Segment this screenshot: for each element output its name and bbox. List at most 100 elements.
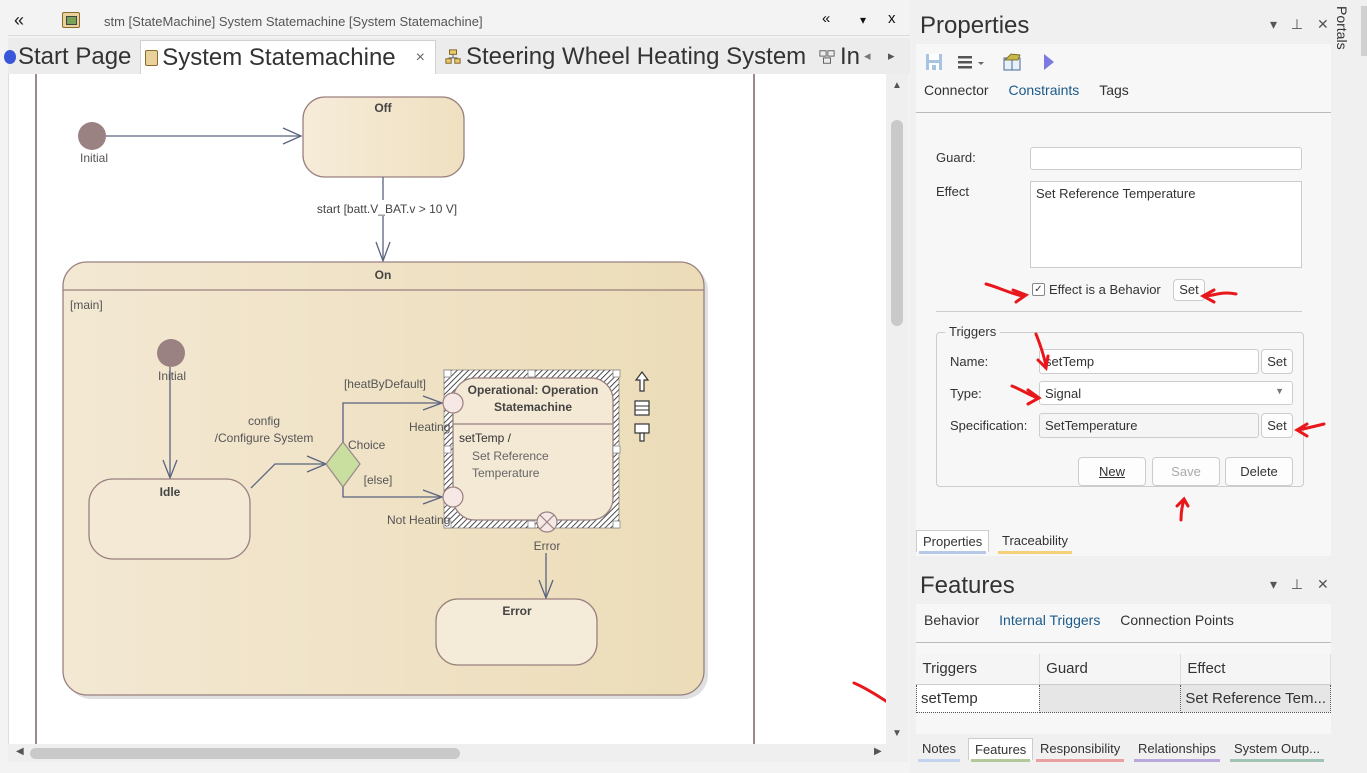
window-menu-button[interactable]: ▾ (860, 13, 867, 27)
internal-trigger-label[interactable]: setTemp / (459, 431, 512, 445)
collapse-right-button[interactable]: « (822, 10, 831, 27)
portals-tab[interactable]: Portals (1334, 6, 1350, 50)
format-painter-icon[interactable] (634, 423, 650, 442)
effect-is-behavior-checkbox[interactable]: ✓ (1032, 283, 1045, 296)
trigger-name-input[interactable] (1039, 349, 1259, 374)
properties-panel-title: Properties (920, 12, 1030, 39)
tab-properties[interactable]: Properties (916, 530, 990, 554)
effect-textarea[interactable]: Set Reference Temperature (1030, 181, 1302, 268)
entry-point-heating[interactable] (442, 392, 464, 414)
panel-menu-button[interactable]: ▾ (1270, 16, 1278, 32)
cell-guard[interactable] (1039, 683, 1182, 713)
tabs-scroll-left-button[interactable]: ◂ (864, 48, 871, 63)
trigger-spec-set-button[interactable]: Set (1261, 413, 1293, 438)
menu-icon[interactable] (956, 52, 990, 72)
tab-in[interactable]: In (818, 40, 860, 74)
state-idle[interactable] (88, 478, 251, 560)
effect-set-button[interactable]: Set (1173, 279, 1205, 301)
panel-close-button[interactable]: ✕ (1317, 16, 1329, 32)
tab-traceability[interactable]: Traceability (996, 530, 1074, 554)
diagram-canvas[interactable]: Initial Off start [batt.V_BAT.v > 10 V] … (8, 74, 886, 744)
diagram-horizontal-scrollbar[interactable]: ◀ ▶ (8, 744, 908, 762)
column-header-effect[interactable]: Effect (1180, 654, 1331, 685)
diagram-title: stm [StateMachine] System Statemachine [… (104, 14, 483, 29)
transition-heat-by-default[interactable] (342, 402, 442, 442)
features-subtabs: Behavior Internal Triggers Connection Po… (924, 612, 1250, 628)
pin-icon[interactable]: ⊥ (1290, 576, 1304, 592)
diagram-icon (819, 50, 835, 64)
internal-effect-label-1: Set Reference (472, 449, 549, 463)
state-error[interactable] (435, 598, 598, 666)
diagram-window: « stm [StateMachine] System Statemachine… (4, 6, 910, 762)
play-icon[interactable] (1042, 52, 1056, 72)
initial-top-label: Initial (80, 151, 108, 165)
tab-responsibility[interactable]: Responsibility (1034, 738, 1126, 762)
separator (936, 311, 1302, 312)
entry-point-not-heating[interactable] (442, 486, 464, 508)
scroll-thumb[interactable] (30, 748, 460, 759)
compartments-icon[interactable] (634, 400, 650, 416)
pin-icon[interactable]: ⊥ (1290, 16, 1304, 32)
trigger-type-select[interactable]: Signal ▼ (1039, 381, 1293, 405)
scroll-left-arrow[interactable]: ◀ (16, 746, 24, 757)
trigger-delete-button[interactable]: Delete (1225, 457, 1293, 486)
trigger-new-button[interactable]: New (1078, 457, 1146, 486)
tab-features[interactable]: Features (968, 738, 1034, 762)
selection-handles[interactable] (443, 369, 621, 529)
tab-label: System Statemachine (162, 43, 396, 71)
tab-notes[interactable]: Notes (916, 738, 962, 762)
tabs-scroll-right-button[interactable]: ▸ (888, 48, 895, 63)
initial-node-inner[interactable] (157, 339, 185, 367)
element-properties-icon[interactable] (1002, 52, 1024, 72)
table-row[interactable]: setTemp Set Reference Tem... (915, 683, 1331, 713)
subtab-tags[interactable]: Tags (1099, 82, 1129, 98)
panel-menu-button[interactable]: ▾ (1270, 576, 1278, 592)
cell-effect[interactable]: Set Reference Tem... (1180, 683, 1331, 713)
scroll-down-arrow[interactable]: ▼ (892, 728, 902, 739)
start-page-icon (4, 50, 16, 64)
arrowhead (282, 127, 303, 145)
trigger-name-label: Name: (950, 354, 989, 369)
tab-steering-wheel-heating-system[interactable]: Steering Wheel Heating System (444, 40, 806, 74)
guard-input[interactable] (1030, 147, 1302, 170)
initial-node-top[interactable] (78, 122, 106, 150)
trigger-save-button[interactable]: Save (1152, 457, 1220, 486)
window-close-button[interactable]: x (888, 10, 896, 27)
tab-system-output[interactable]: System Outp... (1228, 738, 1326, 762)
quicklinker-arrow-icon[interactable] (634, 371, 650, 392)
guard-heat-label: [heatByDefault] (344, 377, 426, 391)
transition-config[interactable] (250, 463, 326, 489)
tab-system-statemachine[interactable]: System Statemachine × (140, 40, 436, 74)
scroll-right-arrow[interactable]: ▶ (874, 746, 882, 757)
subtab-connection-points[interactable]: Connection Points (1120, 612, 1234, 628)
diagram-vertical-scrollbar[interactable]: ▲ ▼ (886, 74, 908, 744)
portals-scrollbar[interactable] (1361, 6, 1367, 56)
save-icon[interactable] (924, 52, 944, 72)
cell-trigger[interactable]: setTemp (915, 683, 1041, 713)
column-header-guard[interactable]: Guard (1039, 654, 1182, 685)
transition-config-effect: /Configure System (215, 431, 314, 445)
state-operational-label-2: Statemachine (494, 400, 572, 414)
subtab-constraints[interactable]: Constraints (1008, 82, 1080, 98)
statemachine-icon (62, 12, 80, 28)
tab-color-bar (1230, 759, 1324, 762)
subtab-behavior[interactable]: Behavior (924, 612, 980, 628)
tab-label: Notes (922, 741, 956, 756)
subtab-connector[interactable]: Connector (924, 82, 989, 98)
subtab-internal-triggers[interactable]: Internal Triggers (999, 612, 1101, 628)
tab-relationships[interactable]: Relationships (1132, 738, 1222, 762)
scroll-thumb[interactable] (891, 120, 903, 326)
tab-close-button[interactable]: × (415, 48, 425, 66)
state-idle-label: Idle (160, 485, 181, 499)
trigger-name-set-button[interactable]: Set (1261, 349, 1293, 374)
column-header-triggers[interactable]: Triggers (916, 654, 1041, 685)
collapse-left-button[interactable]: « (14, 10, 25, 30)
panel-close-button[interactable]: ✕ (1317, 576, 1329, 592)
tab-start-page[interactable]: Start Page (4, 40, 131, 74)
entry-heating-label: Heating (409, 420, 450, 434)
chevron-down-icon: ▼ (1275, 386, 1284, 396)
trigger-spec-input[interactable]: SetTemperature (1039, 413, 1259, 438)
diagram-title-bar: « stm [StateMachine] System Statemachine… (8, 6, 910, 36)
transition-else[interactable] (342, 487, 442, 498)
scroll-up-arrow[interactable]: ▲ (892, 80, 902, 91)
